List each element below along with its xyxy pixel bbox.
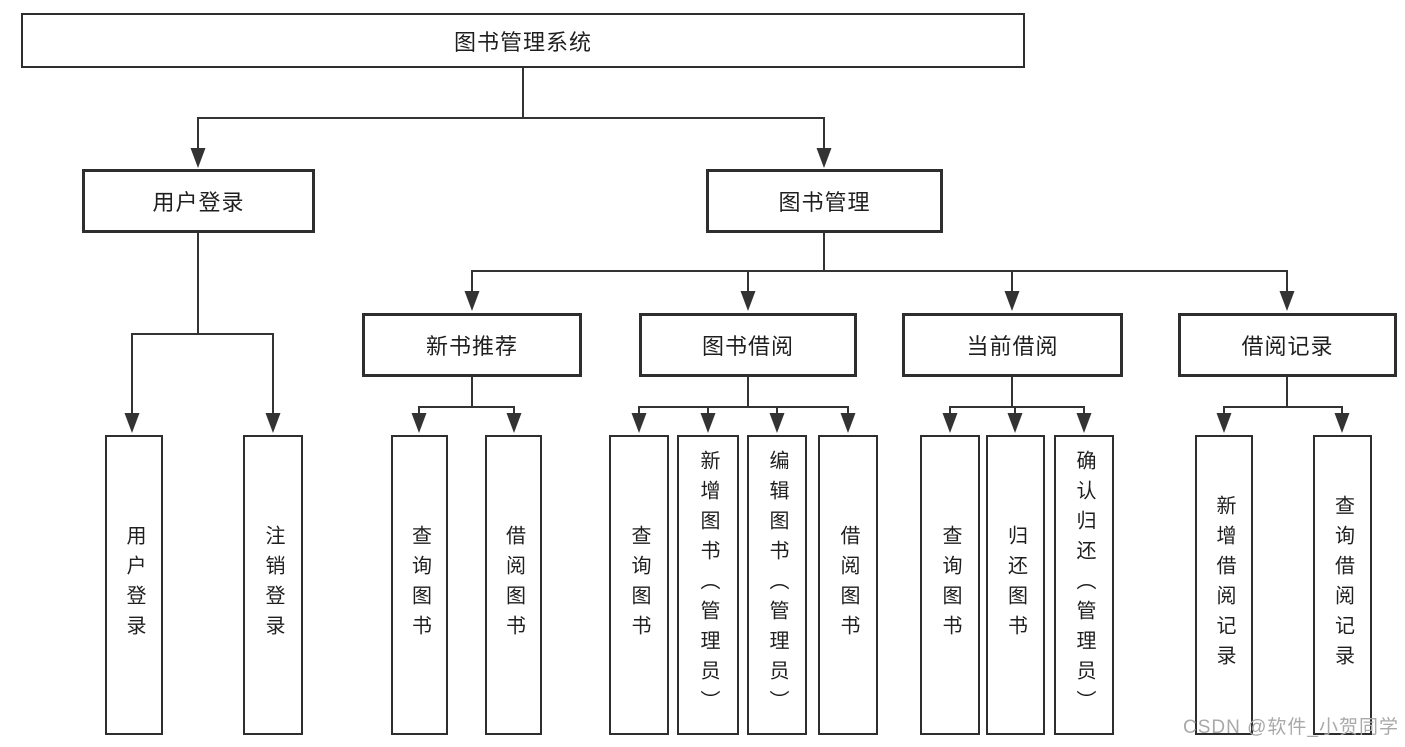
leaf-label: 查询图书: [408, 525, 431, 645]
leaf-borrow-books: 借阅图书: [818, 435, 878, 735]
node-label: 用户登录: [152, 190, 245, 215]
leaf-label: 借阅图书: [502, 525, 525, 645]
leaf-query-borrow-record: 查询借阅记录: [1313, 435, 1372, 735]
node-user-login: 用户登录: [82, 169, 315, 233]
node-book-borrow: 图书借阅: [639, 313, 857, 377]
csdn-watermark: CSDN @软件_小贺同学: [1183, 717, 1399, 738]
leaf-borrow-books-recommend: 借阅图书: [485, 435, 542, 735]
node-book-management: 图书管理: [706, 169, 943, 233]
leaf-label: 新增借阅记录: [1213, 495, 1235, 675]
leaf-return-book: 归还图书: [986, 435, 1045, 735]
node-label: 图书借阅: [701, 334, 794, 359]
leaf-label: 查询图书: [628, 525, 650, 645]
leaf-label: 新增图书（管理员）: [697, 450, 719, 720]
leaf-edit-book-admin: 编辑图书（管理员）: [747, 435, 807, 735]
leaf-user-login: 用户登录: [105, 435, 163, 735]
leaf-label: 用户登录: [123, 525, 145, 645]
node-borrow-records: 借阅记录: [1178, 313, 1397, 377]
node-library-management-system: 图书管理系统: [21, 13, 1025, 68]
leaf-label: 归还图书: [1004, 525, 1027, 645]
leaf-query-books-recommend: 查询图书: [391, 435, 448, 735]
leaf-label: 查询图书: [939, 525, 961, 645]
leaf-add-book-admin: 新增图书（管理员）: [677, 435, 739, 735]
leaf-query-books-current: 查询图书: [920, 435, 980, 735]
leaf-label: 借阅图书: [837, 525, 859, 645]
leaf-confirm-return-admin: 确认归还（管理员）: [1054, 435, 1114, 735]
node-label: 借阅记录: [1241, 334, 1334, 359]
node-current-borrow: 当前借阅: [902, 313, 1123, 377]
leaf-query-books-borrow: 查询图书: [609, 435, 669, 735]
leaf-logout: 注销登录: [243, 435, 303, 735]
node-label: 图书管理: [778, 190, 871, 215]
leaf-label: 查询借阅记录: [1331, 495, 1354, 675]
node-label: 新书推荐: [425, 334, 518, 359]
leaf-label: 确认归还（管理员）: [1073, 450, 1095, 720]
leaf-label: 注销登录: [262, 525, 284, 645]
connector-arrowheads: [124, 148, 1350, 433]
leaf-label: 编辑图书（管理员）: [766, 450, 788, 720]
node-label: 当前借阅: [966, 334, 1059, 359]
node-label: 图书管理系统: [453, 29, 592, 55]
node-new-book-recommend: 新书推荐: [362, 313, 582, 377]
leaf-add-borrow-record: 新增借阅记录: [1195, 435, 1253, 735]
